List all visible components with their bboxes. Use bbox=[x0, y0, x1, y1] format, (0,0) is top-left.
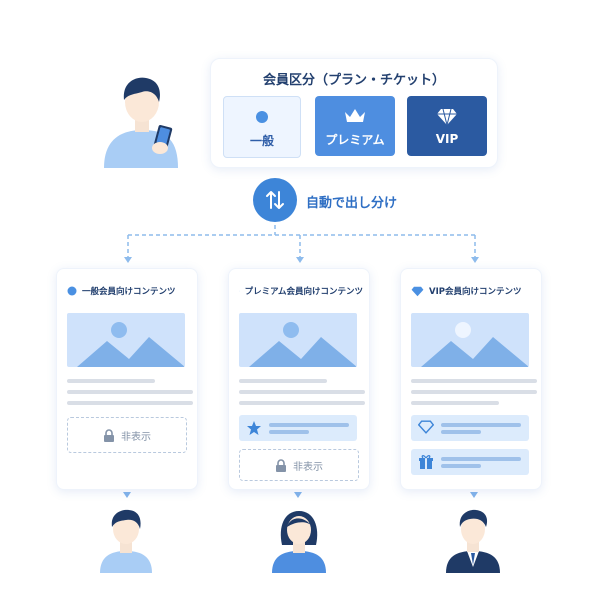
card-title: VIP会員向けコンテンツ bbox=[429, 287, 522, 297]
arrow-down-icon bbox=[123, 492, 131, 498]
general-member-avatar bbox=[100, 509, 152, 573]
text-line bbox=[67, 390, 193, 394]
premium-feature-block bbox=[239, 415, 357, 441]
text-line bbox=[239, 401, 365, 405]
hidden-content-box: 非表示 bbox=[239, 449, 359, 481]
tier-label: 一般 bbox=[249, 133, 274, 148]
crown-icon bbox=[344, 105, 366, 127]
swap-arrows-icon bbox=[253, 178, 297, 222]
card-title: 一般会員向けコンテンツ bbox=[82, 287, 176, 297]
vip-content-card: VIP会員向けコンテンツ bbox=[400, 268, 542, 490]
arrow-down-icon bbox=[294, 492, 302, 498]
vip-feature-block bbox=[411, 449, 529, 475]
crown-icon bbox=[239, 290, 240, 292]
card-header: 一般会員向けコンテンツ bbox=[67, 285, 191, 297]
gift-icon bbox=[419, 455, 433, 469]
text-line bbox=[411, 390, 537, 394]
text-line bbox=[239, 390, 365, 394]
tier-premium-button[interactable]: プレミアム bbox=[315, 96, 395, 156]
auto-distribute-label: 自動で出し分け bbox=[306, 196, 398, 211]
lock-icon bbox=[276, 458, 286, 472]
connector-lines bbox=[124, 225, 479, 263]
general-content-card: 一般会員向けコンテンツ 非表示 bbox=[56, 268, 198, 490]
hidden-label: 非表示 bbox=[293, 461, 323, 473]
dot-icon bbox=[255, 106, 269, 128]
dot-icon bbox=[67, 286, 77, 296]
tier-vip-button[interactable]: VIP bbox=[407, 96, 487, 156]
text-line bbox=[67, 379, 155, 383]
tier-label: VIP bbox=[435, 132, 459, 146]
panel-title: 会員区分（プラン・チケット） bbox=[262, 73, 445, 88]
text-line bbox=[411, 379, 537, 383]
lock-icon bbox=[104, 428, 114, 442]
vip-member-avatar bbox=[446, 509, 500, 573]
image-placeholder bbox=[67, 313, 185, 367]
image-placeholder bbox=[411, 313, 529, 367]
diamond-icon bbox=[436, 106, 458, 128]
diamond-icon bbox=[418, 420, 434, 434]
hidden-content-box: 非表示 bbox=[67, 417, 187, 453]
arrow-down-icon bbox=[470, 492, 478, 498]
member-tier-panel: 会員区分（プラン・チケット） 一般 プレミアム VIP bbox=[210, 58, 498, 168]
tier-label: プレミアム bbox=[325, 132, 385, 147]
text-line bbox=[239, 379, 327, 383]
card-header: VIP会員向けコンテンツ bbox=[411, 285, 535, 297]
vip-feature-block bbox=[411, 415, 529, 441]
text-line bbox=[67, 401, 193, 405]
premium-member-avatar bbox=[272, 511, 326, 573]
tier-general-button[interactable]: 一般 bbox=[223, 96, 301, 158]
card-header: プレミアム会員向けコンテンツ bbox=[239, 285, 363, 297]
image-placeholder bbox=[239, 313, 357, 367]
card-title: プレミアム会員向けコンテンツ bbox=[244, 287, 363, 297]
text-line bbox=[411, 401, 499, 405]
hidden-label: 非表示 bbox=[121, 431, 151, 443]
diamond-icon bbox=[411, 286, 424, 296]
user-with-phone-illustration bbox=[104, 77, 178, 168]
star-icon bbox=[247, 421, 261, 435]
premium-content-card: プレミアム会員向けコンテンツ 非表示 bbox=[228, 268, 370, 490]
